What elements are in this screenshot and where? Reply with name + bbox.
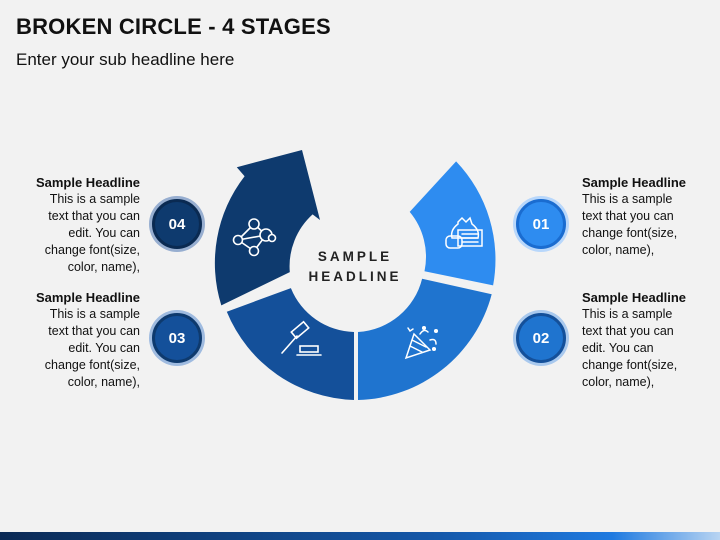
badge-01-number: 01: [532, 215, 550, 233]
stage-02-text: Sample Headline This is a sample text th…: [582, 289, 720, 391]
badge-02-number: 02: [532, 329, 550, 347]
segment-02: [358, 278, 492, 400]
stage-03-line: edit. You can: [68, 341, 140, 355]
stage-04-line: edit. You can: [68, 226, 140, 240]
stage-01-line: color, name),: [582, 243, 655, 257]
bottom-accent-bar: [0, 532, 720, 540]
stage-02-line: This is a sample: [582, 307, 673, 321]
badge-04: 04: [152, 199, 202, 249]
segment-04: [214, 150, 320, 306]
segment-01: [409, 161, 496, 286]
badge-02: 02: [516, 313, 566, 363]
stage-01-headline: Sample Headline: [582, 175, 687, 190]
stage-04-line: This is a sample: [49, 192, 140, 206]
stage-02-line: color, name),: [582, 375, 655, 389]
stage-03-line: change font(size,: [44, 358, 140, 372]
stage-03-line: This is a sample: [49, 307, 140, 321]
badge-03: 03: [152, 313, 202, 363]
money-bag-icon: [445, 216, 483, 249]
stage-04-headline: Sample Headline: [35, 175, 140, 190]
stage-03-headline: Sample Headline: [35, 290, 140, 305]
network-icon: [232, 218, 277, 257]
stage-01-text: Sample Headline This is a sample text th…: [582, 174, 720, 259]
badge-03-number: 03: [168, 329, 186, 347]
page-subtitle: Enter your sub headline here: [16, 50, 235, 69]
gavel-icon: [281, 320, 322, 356]
stage-02-headline: Sample Headline: [582, 290, 687, 305]
stage-03-line: text that you can: [48, 324, 140, 338]
stage-01-line: text that you can: [582, 209, 674, 223]
badge-04-number: 04: [168, 215, 186, 233]
stage-04-line: color, name),: [67, 260, 140, 274]
stage-02-line: edit. You can: [582, 341, 654, 355]
stage-04-text: Sample Headline This is a sample text th…: [0, 174, 140, 276]
stage-04-line: change font(size,: [44, 243, 140, 257]
stage-02-line: change font(size,: [582, 358, 678, 372]
stage-03-text: Sample Headline This is a sample text th…: [0, 289, 140, 391]
center-line-2: HEADLINE: [308, 269, 402, 284]
stage-01-line: This is a sample: [582, 192, 673, 206]
stage-01-line: change font(size,: [582, 226, 678, 240]
badge-01: 01: [516, 199, 566, 249]
page-title: BROKEN CIRCLE - 4 STAGES: [16, 14, 331, 39]
stage-02-line: text that you can: [582, 324, 674, 338]
stage-04-line: text that you can: [48, 209, 140, 223]
center-line-1: SAMPLE: [317, 249, 393, 264]
center-headline: SAMPLE HEADLINE: [300, 247, 410, 287]
stage-03-line: color, name),: [67, 375, 140, 389]
party-popper-icon: [404, 325, 439, 360]
